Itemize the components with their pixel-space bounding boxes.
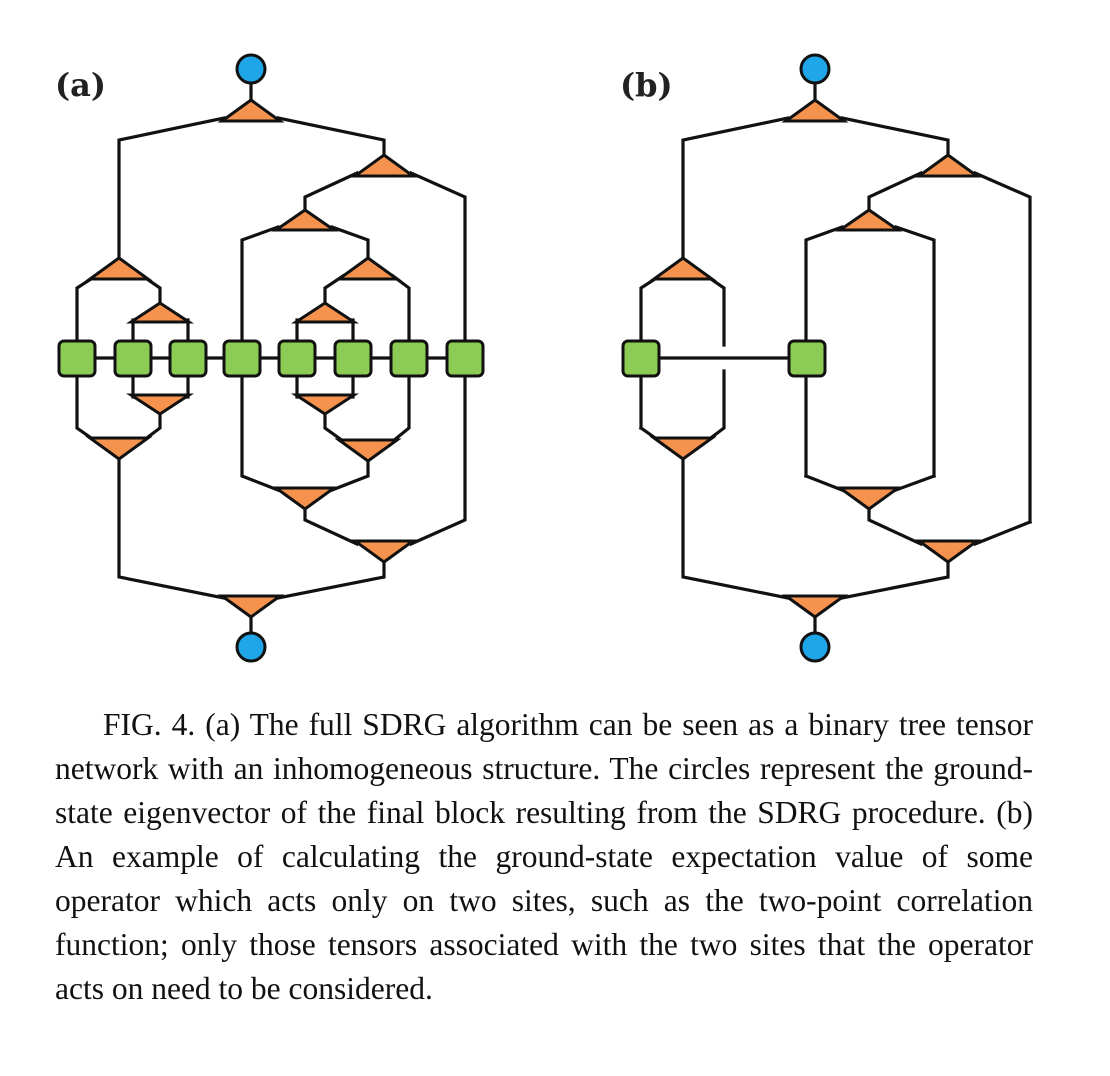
edge <box>390 356 411 444</box>
panel-b-label: (b) <box>620 66 673 104</box>
isometry-tensor <box>835 208 903 232</box>
isometry-tensor <box>350 153 418 178</box>
edge <box>705 369 726 443</box>
edge <box>867 170 924 212</box>
edge <box>705 274 726 347</box>
edge <box>840 116 950 157</box>
isometry-tensor <box>914 153 982 178</box>
edge <box>303 505 360 547</box>
edge <box>972 170 1032 524</box>
isometry-tensor <box>85 436 153 461</box>
edge <box>681 451 790 600</box>
ground-state-circle <box>235 631 267 663</box>
panel-a-network <box>57 53 485 663</box>
edge <box>329 224 370 260</box>
ground-state-circle <box>235 53 267 85</box>
edge <box>303 170 360 212</box>
isometry-tensor <box>350 539 418 564</box>
edge <box>329 457 370 493</box>
panel-b-network <box>621 53 1033 663</box>
isometry-tensor <box>217 98 285 123</box>
edge <box>141 274 162 305</box>
edge <box>681 116 790 265</box>
edge <box>240 224 281 360</box>
edge <box>117 116 226 265</box>
edge <box>75 356 97 443</box>
isometry-tensor <box>290 301 360 324</box>
isometry-tensor <box>781 594 849 619</box>
edge <box>240 356 281 493</box>
edge <box>804 224 845 478</box>
ground-state-circle <box>799 53 831 85</box>
edge <box>972 519 1033 547</box>
edge <box>639 274 661 430</box>
edge <box>408 356 467 547</box>
site-tensor <box>168 339 208 378</box>
isometry-tensor <box>914 539 982 564</box>
site-tensor <box>57 339 97 378</box>
isometry-tensor <box>85 256 153 281</box>
figure-caption: FIG. 4. (a) The full SDRG algorithm can … <box>55 707 1033 1006</box>
site-tensor <box>787 339 827 378</box>
edge <box>408 170 467 360</box>
edge <box>893 473 937 493</box>
site-tensor <box>222 339 262 378</box>
edge <box>141 412 162 443</box>
edge <box>803 473 845 493</box>
edge <box>323 412 346 444</box>
site-tensor <box>333 339 373 378</box>
panel-a-label: (a) <box>55 66 106 104</box>
isometry-tensor <box>334 256 402 281</box>
edge <box>75 274 97 360</box>
site-tensor <box>621 339 661 378</box>
isometry-tensor <box>217 594 285 619</box>
edge <box>893 224 936 478</box>
isometry-tensor <box>271 486 339 511</box>
site-tensor <box>113 339 153 378</box>
isometry-tensor <box>649 436 717 461</box>
isometry-tensor <box>290 393 360 416</box>
isometry-tensor <box>649 256 717 281</box>
site-tensor <box>389 339 429 378</box>
edge <box>276 116 386 157</box>
isometry-tensor <box>125 301 195 324</box>
edge <box>840 560 950 600</box>
isometry-tensor <box>271 208 339 232</box>
tensor-network-figure: (a) (b) <box>55 53 1033 663</box>
isometry-tensor <box>334 438 402 463</box>
site-tensor <box>445 339 485 378</box>
ground-state-circle <box>799 631 831 663</box>
isometry-tensor <box>125 393 195 416</box>
edge <box>117 451 226 600</box>
edge <box>867 505 924 547</box>
edge <box>276 560 386 600</box>
isometry-tensor <box>835 486 903 511</box>
isometry-tensor <box>781 98 849 123</box>
site-tensor <box>277 339 317 378</box>
